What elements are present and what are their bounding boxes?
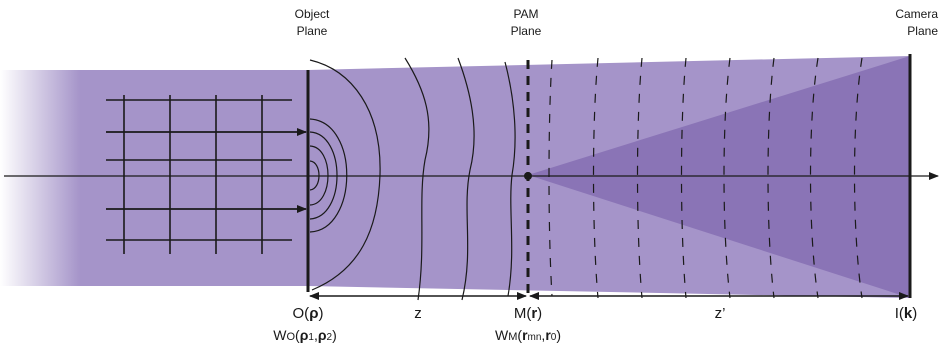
- pam-field-label: M(r): [514, 305, 542, 322]
- camera-plane-label-line1: Camera: [895, 7, 938, 21]
- distance-z-label: z: [414, 305, 422, 322]
- pam-plane-label-line2: Plane: [511, 24, 542, 38]
- inner-cone: [528, 56, 910, 298]
- illumination-grid: [106, 95, 292, 254]
- beam-body: [80, 70, 308, 286]
- pam-plane-label-line1: PAM: [513, 7, 538, 21]
- wavefronts-solid: [309, 57, 516, 301]
- wavefronts-dashed: [548, 57, 863, 299]
- object-wigner-label: WO(ρ1,ρ2): [273, 327, 336, 343]
- illumination-beam: [0, 70, 308, 286]
- camera-field-label: I(k): [895, 305, 918, 322]
- pam-focal-point: [524, 172, 532, 180]
- object-plane-label-line1: Object: [295, 7, 330, 21]
- object-plane-label-line2: Plane: [297, 24, 328, 38]
- object-field-label: O(ρ): [293, 305, 324, 322]
- illumination-arrows: [106, 128, 307, 213]
- beam-fade: [0, 70, 80, 286]
- pam-wigner-label: WM(rmn,r0): [495, 327, 561, 343]
- camera-plane-label-line2: Plane: [907, 24, 938, 38]
- distance-zprime-label: z’: [715, 305, 726, 322]
